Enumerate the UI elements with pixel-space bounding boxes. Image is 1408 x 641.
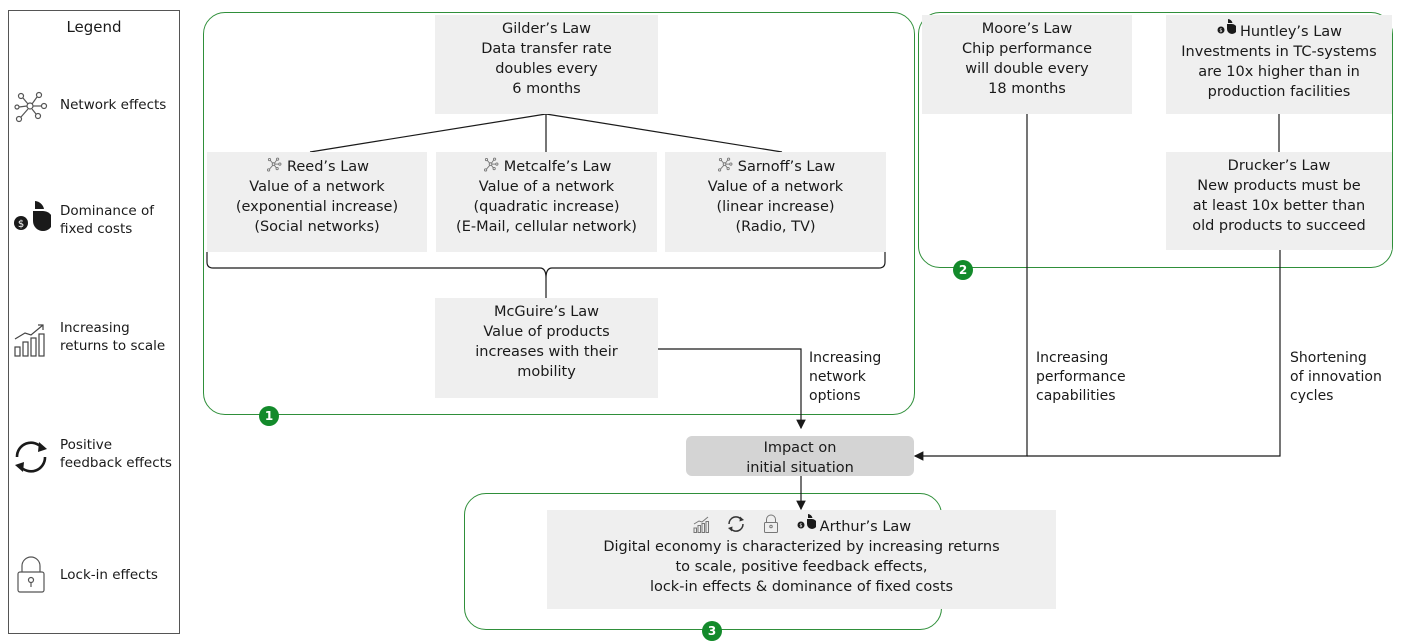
feedback-icon [15,441,47,473]
impact-box: Impact on initial situation [686,436,914,476]
law-title: Gilder’s Law [502,21,591,37]
edge-label-line: of innovation [1290,369,1382,385]
law-title: Moore’s Law [981,21,1073,37]
edge-label-line: Increasing [809,350,882,366]
network-effects-icon [483,157,499,172]
legend-label: Dominance of fixed costs [60,203,154,237]
feedback-icon [728,516,745,532]
law-title: Arthur’s Law [819,519,912,535]
svg-text:$: $ [799,523,802,529]
legend-label: Lock-in effects [60,567,158,583]
law-text: mobility [517,364,576,380]
edge-label-line: network [809,369,866,385]
group-2-badge: 2 [953,260,973,280]
legend-title: Legend [66,18,122,36]
law-text: Value of products [483,324,610,340]
returns-to-scale-icon [14,324,45,357]
law-reed: Reed’s Law Value of a network (exponenti… [207,152,427,252]
law-gilder: Gilder’s Law Data transfer rate doubles … [435,15,658,114]
law-text: (exponential increase) [235,199,399,215]
legend-item-lock-in: Lock-in effects [8,550,180,610]
law-sarnoff: Sarnoff’s Law Value of a network (linear… [665,152,886,252]
law-title: Huntley’s Law [1239,24,1343,40]
law-text: Digital economy is characterized by incr… [603,539,1000,555]
fixed-costs-icon: $ [797,514,816,529]
law-text: Value of a network [478,179,615,195]
law-arthur: $ Arthur’s Law Digital economy is charac… [547,510,1056,609]
network-effects-icon [14,91,48,123]
legend-label: Network effects [60,97,167,113]
law-text: Investments in TC-systems [1181,44,1377,60]
law-drucker: Drucker’s Law New products must be at le… [1166,152,1392,250]
edge-label-line: Increasing [1036,350,1109,366]
network-effects-icon [717,157,733,172]
law-text: 6 months [512,81,581,97]
edge-label-network-options: Increasing network options [809,349,881,406]
law-title: Sarnoff’s Law [737,159,836,175]
law-text: to scale, positive feedback effects, [675,559,928,575]
law-text: (quadratic increase) [473,199,620,215]
law-text: are 10x higher than in [1198,64,1360,80]
law-text: at least 10x better than [1192,198,1366,214]
law-metcalfe: Metcalfe’s Law Value of a network (quadr… [436,152,657,252]
law-text: old products to succeed [1192,218,1366,234]
law-text: increases with their [475,344,618,360]
edge-label-line: performance [1036,369,1126,385]
law-text: doubles every [495,61,598,77]
svg-text:$: $ [18,219,24,230]
group-2-border [918,12,1393,268]
edge-label-line: options [809,388,861,404]
law-text: New products must be [1197,178,1361,194]
law-title: McGuire’s Law [493,304,600,320]
law-text: (linear increase) [716,199,835,215]
law-mcguire: McGuire’s Law Value of products increase… [435,298,658,398]
law-text: production facilities [1207,84,1351,100]
edge-label-line: Shortening [1290,350,1367,366]
law-text: Chip performance [961,41,1093,57]
group-1-border [203,12,915,415]
group-3-badge: 3 [702,621,722,641]
edge-label-line: capabilities [1036,388,1116,404]
impact-text: Impact on [763,440,837,456]
edge-label-innovation: Shortening of innovation cycles [1290,349,1382,406]
edge-label-performance: Increasing performance capabilities [1036,349,1126,406]
group-1-badge: 1 [259,406,279,426]
law-text: (Social networks) [254,219,380,235]
law-huntley: $ Huntley’s Law Investments in TC-system… [1166,15,1392,114]
legend-item-fixed-costs: $ Dominance of fixed costs [8,196,180,256]
law-text: (E-Mail, cellular network) [456,219,637,235]
network-effects-icon [266,157,282,172]
legend-label: Increasing returns to scale [60,320,166,354]
law-title: Metcalfe’s Law [503,159,612,175]
svg-text:$: $ [1219,28,1222,34]
law-text: Value of a network [249,179,385,195]
lock-in-icon [764,514,779,533]
edge-label-line: cycles [1290,388,1334,404]
law-text: Data transfer rate [481,41,612,57]
legend-label: Positive feedback effects [60,437,172,471]
fixed-costs-icon: $ [14,201,51,231]
law-text: Value of a network [707,179,844,195]
law-title: Reed’s Law [286,159,370,175]
legend-item-network-effects: Network effects [8,83,180,143]
returns-to-scale-icon [693,516,709,533]
law-text: will double every [965,61,1089,77]
law-moore: Moore’s Law Chip performance will double… [922,15,1132,114]
law-text: 18 months [988,81,1066,97]
impact-text: initial situation [746,460,854,476]
legend-item-feedback: Positive feedback effects [8,432,180,492]
law-text: lock-in effects & dominance of fixed cos… [649,579,954,595]
law-title: Drucker’s Law [1227,158,1331,174]
law-text: (Radio, TV) [735,219,816,235]
legend-item-returns-to-scale: Increasing returns to scale [8,314,180,374]
fixed-costs-icon: $ [1217,19,1236,34]
lock-in-icon [17,556,45,593]
